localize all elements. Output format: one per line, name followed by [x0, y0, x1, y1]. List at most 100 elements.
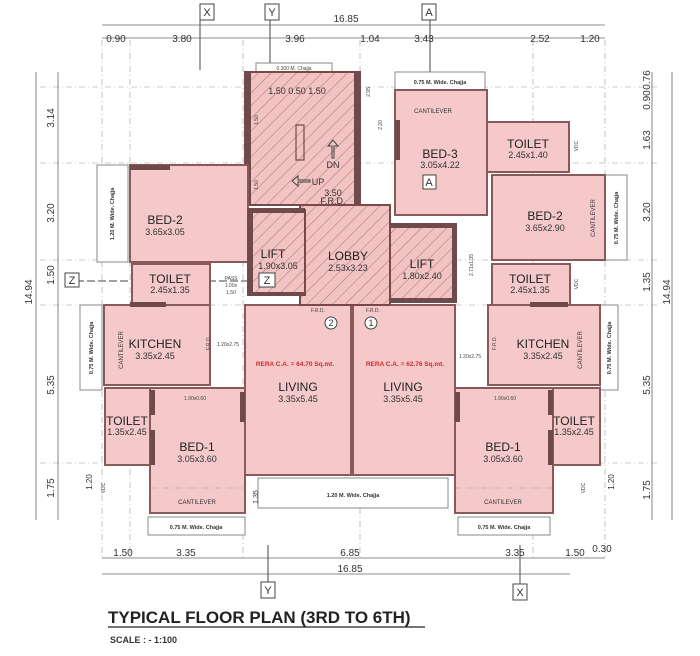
frd-label: F.R.D. [206, 336, 212, 350]
room-size: 2.45x1.40 [508, 150, 548, 160]
room-name: LIFT [410, 257, 435, 271]
room-name: BED-1 [485, 440, 521, 454]
dim-label: 3.43 [414, 34, 434, 45]
bottom-dimensions: 1.50 3.35 6.85 3.35 1.50 0.30 16.85 [102, 544, 612, 575]
bottom-total-dim: 16.85 [337, 564, 362, 575]
vdc-label: VDC [101, 482, 107, 493]
dim-label: 3.35 [505, 548, 525, 559]
room-size: 3.35x5.45 [383, 394, 423, 404]
dim-label: 3.35 [176, 548, 196, 559]
left-dimensions: 3.14 3.20 1.50 5.35 1.75 14.94 [24, 72, 59, 520]
chajja-label: 0.75 M. Wide. Chajja [89, 321, 95, 374]
room-size: 1.90x3.05 [258, 261, 298, 271]
chajjas: 0.300 M. Chajja 0.75 M. Wide. Chajja 1.2… [79, 62, 628, 536]
dim-label: 1.63 [642, 130, 653, 150]
cantilever-label: CANTILEVER [578, 331, 584, 369]
room-size: 2.45x1.35 [150, 285, 190, 295]
frd-number: 2 [328, 318, 333, 328]
stair-dims: 1.50 0.50 1.50 [268, 86, 326, 96]
chajja-label: 0.75 M. Wide. Chajja [170, 525, 223, 531]
room-name: TOILET [553, 414, 595, 428]
room-size: 3.35x2.45 [523, 351, 563, 361]
dim-label: 0.30 [592, 544, 612, 555]
room-size: 2.53x3.23 [328, 263, 368, 273]
pass-label: PASS [225, 276, 239, 282]
opening-size: 1.20x2.75 [459, 354, 481, 360]
cantilever-label: CANTILEVER [484, 500, 522, 506]
stair-dim: 2.95 [366, 87, 372, 97]
dim-label: 0.76 [642, 70, 653, 90]
staircase [244, 71, 361, 206]
room-size: 3.35x2.45 [135, 351, 175, 361]
stair-down-label: DN [327, 160, 340, 170]
stair-dim: 2.20 [378, 120, 384, 130]
passage-size: 2.71x1.35 [469, 254, 475, 276]
lift-left [247, 209, 306, 296]
chajja-label: 0.75 M. Wide. Chajja [414, 80, 467, 86]
pass-size: 1.50 [226, 290, 236, 296]
dim-label: 5.35 [642, 375, 653, 395]
top-total-dim: 16.85 [333, 14, 358, 25]
room-name: KITCHEN [129, 337, 182, 351]
opening-size: 1.90x0.60 [184, 396, 206, 402]
room-size: 3.05x3.60 [177, 454, 217, 464]
dim-label: 1.20 [85, 474, 94, 490]
grid-marker-y: Y [268, 7, 276, 19]
dim-label: 1.20 [607, 474, 616, 490]
dim-label: 0.90 [106, 34, 126, 45]
chajja-label: 0.300 M. Chajja [276, 66, 311, 72]
room-name: BED-2 [147, 213, 183, 227]
room-name: BED-1 [179, 440, 215, 454]
grid-marker-a: A [425, 7, 433, 19]
plan-scale: SCALE : - 1:100 [110, 635, 177, 645]
pass-size: 1.00x [225, 283, 238, 289]
dim-label: 1.35 [642, 272, 653, 292]
chajja-label: 1.20 M. Wide. Chajja [327, 493, 380, 499]
room-kitchen-right [487, 304, 601, 386]
left-total-dim: 14.94 [24, 279, 35, 304]
grid-marker-x: X [516, 587, 524, 599]
cantilever-label: CANTILEVER [591, 199, 597, 237]
cantilever-label: CANTILEVER [414, 109, 452, 115]
frd-number: 1 [368, 318, 373, 328]
opening-size: 1.90x0.60 [494, 396, 516, 402]
vdc-label: VDC [581, 482, 587, 493]
dim-label: 0.90 [642, 90, 653, 110]
dim-label: 1.50 [46, 265, 57, 285]
vdc-label: VDC [574, 278, 580, 289]
room-bed-1-left [149, 387, 246, 514]
dim-label: 3.14 [46, 108, 57, 128]
room-bed-2-left [129, 164, 249, 263]
room-name: TOILET [149, 272, 191, 286]
arrow-left-icon [291, 174, 311, 188]
room-labels: BED-3 3.05x4.22 A CANTILEVER TOILET 2.45… [64, 86, 597, 506]
grid-marker-x: X [203, 7, 211, 19]
grid-marker-z: Z [69, 275, 76, 287]
vdc-label: VDC [574, 140, 580, 151]
opening-size: 1.20x2.75 [217, 342, 239, 348]
dim-label: 5.35 [46, 375, 57, 395]
dim-label: 1.75 [46, 478, 57, 498]
dim-label: 3.80 [172, 34, 192, 45]
frd-label: F.R.D. [311, 308, 325, 314]
chajja-label: 0.75 M. Wide. Chajja [614, 191, 620, 244]
dim-label: 1.50 [113, 548, 133, 559]
room-name: TOILET [509, 272, 551, 286]
room-living-right [352, 304, 456, 476]
room-name: LIVING [383, 380, 422, 394]
room-name: TOILET [507, 137, 549, 151]
room-size: 1.80x2.40 [402, 271, 442, 281]
room-bed-2-right [491, 174, 606, 261]
dim-label: 2.52 [530, 34, 550, 45]
room-size: 2.45x1.35 [510, 285, 550, 295]
rera-area-right: RERA C.A. = 62.76 Sq.mt. [366, 361, 445, 368]
room-name: LOBBY [328, 249, 368, 263]
cantilever-label: CANTILEVER [178, 500, 216, 506]
rooms [103, 71, 606, 514]
stair-dim: 1.50 [254, 115, 260, 125]
room-name: LIFT [261, 247, 286, 261]
grid-marker-z: Z [264, 275, 271, 287]
room-toilet-top-right [486, 121, 570, 173]
dim-label: 1.04 [360, 34, 380, 45]
